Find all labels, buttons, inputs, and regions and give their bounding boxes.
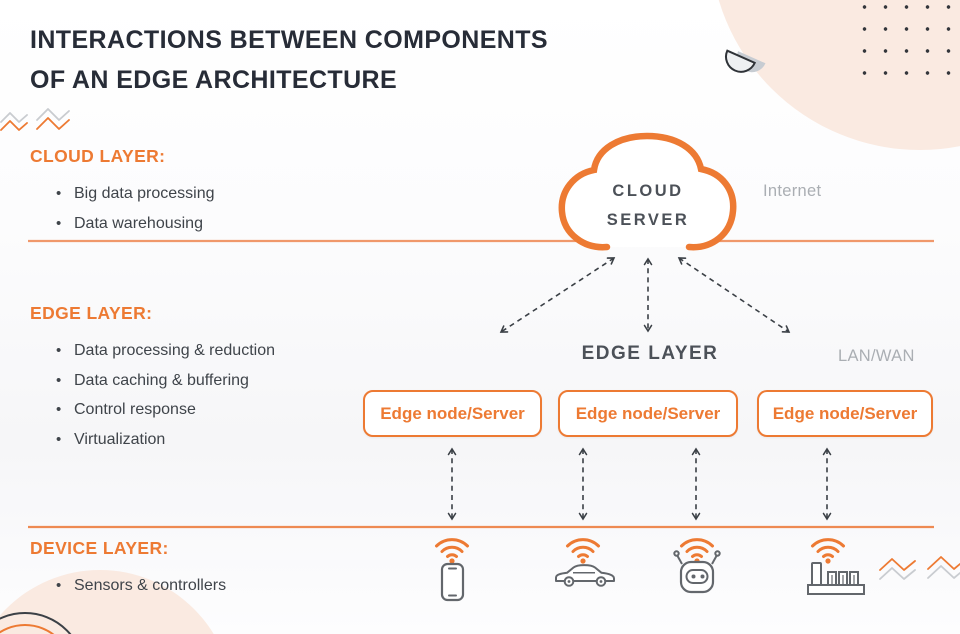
device-layer-bullets: Sensors & controllers [30,571,360,601]
page-title-line2: OF AN EDGE ARCHITECTURE [30,66,398,94]
factory-icon [807,562,865,595]
car-icon [555,564,615,587]
zigzag-wave-top-left [0,108,70,131]
half-moon-icon [725,49,766,73]
device-layer-heading: DEVICE LAYER: [30,538,169,558]
bullet-item: Control response [30,395,360,425]
edge-layer-bullets: Data processing & reduction Data caching… [30,336,360,454]
edge-node-box-1: Edge node/Server [363,390,542,437]
lan-wan-label: LAN/WAN [838,347,915,365]
zigzag-wave-bottom-right [879,556,960,580]
edge-node-box-2: Edge node/Server [558,390,738,437]
bullet-item: Data caching & buffering [30,366,360,396]
robot-icon [673,550,721,594]
bullet-item: Virtualization [30,425,360,455]
edge-layer-heading: EDGE LAYER: [30,303,153,323]
cloud-to-edge-arrow-right [677,257,791,333]
cloud-layer-heading: CLOUD LAYER: [30,146,166,166]
edge-layer-block: EDGE LAYER: Data processing & reduction … [30,303,360,454]
cloud-server-label: CLOUD SERVER [593,177,703,235]
cloud-layer-bullets: Big data processing Data warehousing [30,179,360,238]
bullet-item: Data warehousing [30,209,360,239]
bullet-item: Data processing & reduction [30,336,360,366]
device-layer-block: DEVICE LAYER: Sensors & controllers [30,538,360,601]
bullet-item: Sensors & controllers [30,571,360,601]
edge-layer-diagram-label: EDGE LAYER [581,343,719,364]
internet-label: Internet [763,182,822,200]
smartphone-icon [440,562,465,602]
cloud-server-line2: SERVER [606,211,690,229]
cloud-server-line1: CLOUD [612,182,684,200]
wifi-icon [566,538,600,564]
page-title-line1: INTERACTIONS BETWEEN COMPONENTS [30,26,548,54]
bullet-item: Big data processing [30,179,360,209]
dots-grid [856,0,958,82]
wifi-icon [435,538,469,564]
edge-node-box-3: Edge node/Server [757,390,933,437]
wifi-icon [811,538,845,564]
cloud-to-edge-arrow-left [499,257,616,333]
page-title: INTERACTIONS BETWEEN COMPONENTS OF AN ED… [30,20,670,100]
cloud-layer-block: CLOUD LAYER: Big data processing Data wa… [30,146,360,238]
